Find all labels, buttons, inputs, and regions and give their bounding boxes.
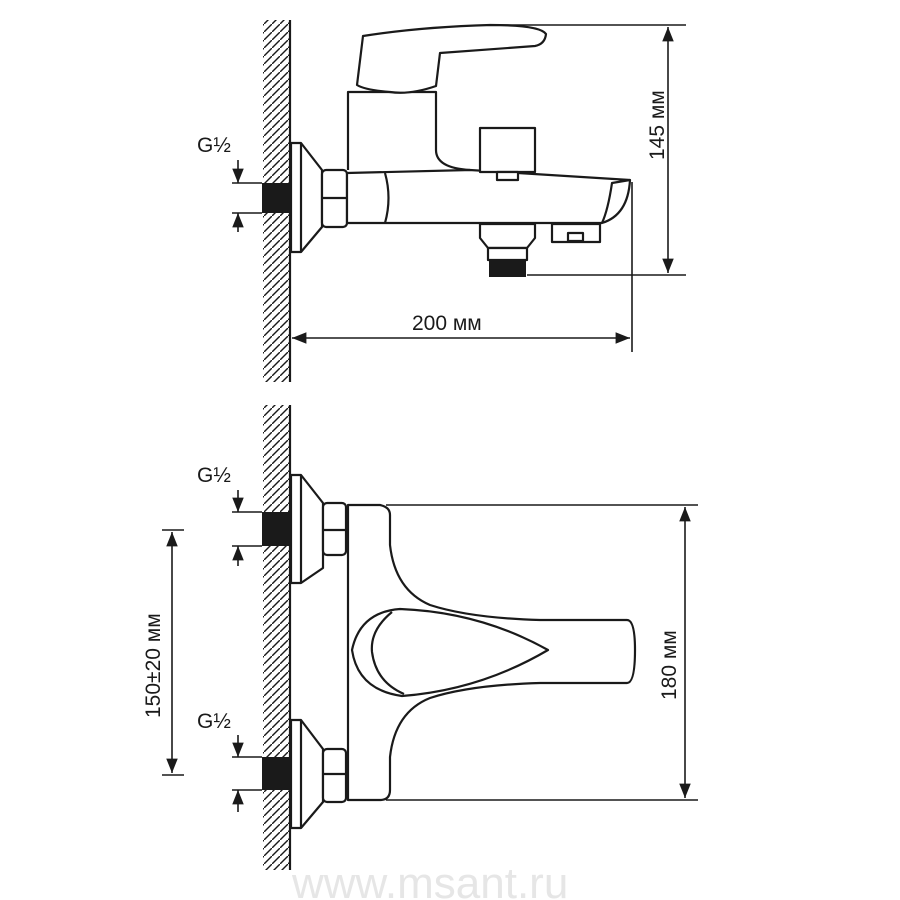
shower-outlet — [478, 222, 537, 250]
side-view: G½ 145 мм 200 мм — [197, 20, 686, 382]
inlet-pipe-lower — [262, 757, 290, 790]
watermark: www.msant.ru — [291, 859, 568, 900]
wall-flange-upper — [289, 473, 325, 585]
lever-handle — [355, 23, 548, 94]
inlet-pipe — [262, 183, 290, 213]
mixer-column — [346, 90, 471, 172]
thread-label: G½ — [197, 134, 231, 157]
lever-handle — [350, 607, 550, 698]
thread-label-lower: G½ — [197, 710, 231, 733]
inlet-spacing-dimension-label: 150±20 мм — [142, 613, 165, 718]
front-view: G½ G½ 180 мм 150±20 мм — [142, 405, 698, 870]
diverter-knob — [478, 126, 537, 174]
length-dimension-label: 200 мм — [412, 312, 482, 335]
inlet-pipe-upper — [262, 512, 290, 546]
hex-nut-lower — [321, 747, 348, 804]
wall-hatching — [263, 405, 290, 870]
height-dimension-label: 145 мм — [646, 90, 669, 160]
outlet-thread — [489, 260, 526, 277]
width-dimension-label: 180 мм — [658, 630, 681, 700]
thread-label-upper: G½ — [197, 464, 231, 487]
wall-flange — [289, 141, 324, 254]
wall-flange-lower — [289, 718, 325, 830]
